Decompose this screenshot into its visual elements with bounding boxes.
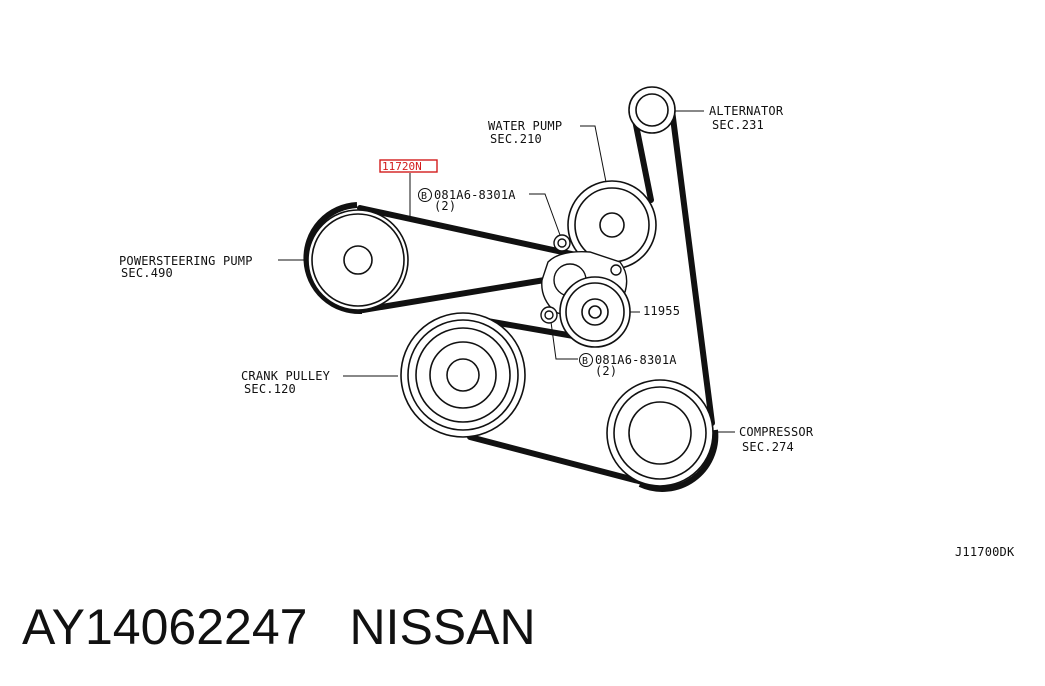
bolt-symbol-upper: B [418, 188, 432, 202]
part-ref-11720n[interactable]: 11720N [382, 160, 422, 173]
drawing-code: J11700DK [955, 545, 1015, 559]
bolt-part-upper: 081A6-8301A [434, 188, 516, 202]
powersteering-section: SEC.490 [121, 266, 173, 280]
bolt-qty-upper: (2) [434, 199, 456, 213]
powersteering-label: POWERSTEERING PUMP [119, 254, 253, 268]
bolt-part-lower: 081A6-8301A [595, 353, 677, 367]
crank-pulley-label: CRANK PULLEY [241, 369, 331, 383]
highlight-box [379, 159, 438, 173]
alternator-label: ALTERNATOR [709, 104, 784, 118]
compressor-section: SEC.274 [742, 440, 794, 454]
leader-lines [278, 110, 735, 433]
footer-part-number: AY14062247 [22, 599, 308, 655]
powersteering-pump-pulley [307, 209, 409, 311]
idler-pulley [559, 276, 631, 348]
bolt-symbol-letter: B [582, 356, 588, 367]
footer-brand: NISSAN [349, 599, 536, 655]
water-pump-section: SEC.210 [490, 132, 542, 146]
bolt-qty-lower: (2) [595, 364, 617, 378]
compressor-label: COMPRESSOR [739, 425, 814, 439]
alternator-section: SEC.231 [712, 118, 764, 132]
idler-part-label: 11955 [643, 304, 680, 318]
alternator-pulley [628, 86, 676, 134]
crank-pulley [400, 312, 526, 438]
bolt-symbol-letter: B [421, 191, 427, 202]
compressor-pulley [606, 379, 714, 487]
water-pump-label: WATER PUMP [488, 119, 562, 133]
belt-routing-diagram: ALTERNATOR SEC.231 WATER PUMP SEC.210 11… [119, 86, 1015, 559]
crank-pulley-section: SEC.120 [244, 382, 296, 396]
footer: AY14062247 NISSAN [22, 598, 578, 656]
belt-wrap-compressor [638, 429, 719, 492]
bolt-symbol-lower: B [579, 353, 593, 367]
